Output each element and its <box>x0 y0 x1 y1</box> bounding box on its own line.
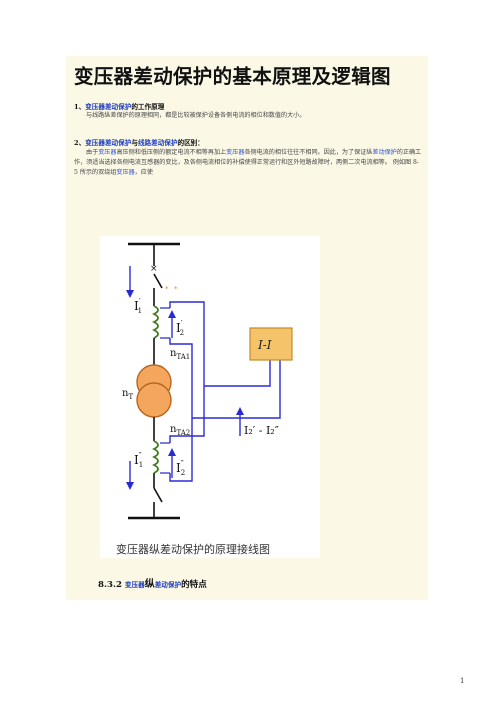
ct-top-coil <box>151 305 159 339</box>
section1-link[interactable]: 变压器差动保护 <box>85 103 132 111</box>
i1pp-arrowhead <box>126 482 134 490</box>
diagram-caption: 变压器纵差动保护的原理接线图 <box>116 543 270 556</box>
i1p-arrowhead <box>126 290 134 298</box>
wire-to-relay-a <box>204 360 271 387</box>
i2pp-arrowhead <box>168 448 176 456</box>
page-title: 变压器差动保护的基本原理及逻辑图 <box>74 65 391 88</box>
i2p-label: I′2 <box>176 319 184 337</box>
section2-link1[interactable]: 变压器差动保护 <box>85 139 132 147</box>
wiring-diagram: × * * I′1 I′2 nTA1 nT nTA2 I-I I₂′ - I₂″… <box>100 236 320 558</box>
relay-box <box>249 327 293 361</box>
section2-heading-rest: 的区别： <box>177 139 204 147</box>
section1-text: 与线路纵差保护的原理相同，都是比较被保护设备各侧电流的相位和数值的大小。 <box>86 112 306 119</box>
section2-link2[interactable]: 线路差动保护 <box>137 139 178 147</box>
section1-number: 1、 <box>74 103 86 111</box>
section1-heading: 1、变压器差动保护的工作原理 <box>74 101 164 111</box>
diff-arrowhead <box>236 407 244 415</box>
subheading-mid: 纵 <box>144 579 155 590</box>
wire-bottom-b <box>169 436 193 482</box>
para-text-5: ，应使 <box>134 169 153 176</box>
subheading-rest: 的特点 <box>181 580 207 590</box>
wire-to-relay-b <box>192 360 281 419</box>
para-text-1: 由于 <box>86 149 99 156</box>
nt-label: nT <box>122 388 133 401</box>
ct-bottom-leads <box>160 442 170 474</box>
para-text-2: 高压侧和低压侧的额定电流不相等再加上 <box>116 149 227 156</box>
subheading-link1[interactable]: 变压器 <box>124 581 145 589</box>
relay-label: I-I <box>257 338 272 352</box>
section2-mid: 与 <box>131 139 138 147</box>
para-link-3[interactable]: 差动保护 <box>372 149 397 156</box>
para-link-2[interactable]: 变压器 <box>226 149 245 156</box>
section1-heading-rest: 的工作原理 <box>131 103 165 111</box>
page-number: 1 <box>460 677 465 685</box>
nta2-label: nTA2 <box>170 424 190 437</box>
i1pp-label: I″1 <box>134 451 143 469</box>
para-text-4: 的正确工作，须适当选择各侧电流互感器的变比，及各侧电流相位的补偿使得正常运行和区… <box>74 149 422 176</box>
i1p-label: I′1 <box>134 297 142 315</box>
subheading-number: 8.3.2 <box>98 580 125 590</box>
para-text-3: 各侧电流的相位往往不相同。因此，为了保证纵 <box>244 149 373 156</box>
wire-bottom-a <box>169 398 205 443</box>
diff-label: I₂′ - I₂″ <box>244 424 279 437</box>
wire-top-a <box>169 301 205 398</box>
i2p-arrowhead <box>168 310 176 318</box>
i2pp-label: I″2 <box>176 459 185 477</box>
ct-bottom-coil <box>151 440 159 474</box>
transformer-winding-2 <box>136 382 172 418</box>
switch-top <box>153 273 163 289</box>
para-link-4[interactable]: 变压器 <box>116 169 135 176</box>
ct-top-leads <box>160 307 170 339</box>
section2-paragraph: 由于变压器高压侧和低压侧的额定电流不相等再加上变压器各侧电流的相位往往不相同。因… <box>74 148 422 178</box>
polarity-dot-2: * <box>174 285 178 293</box>
wire-top-b <box>169 338 193 436</box>
switch-bottom <box>153 487 163 503</box>
nta1-label: nTA1 <box>170 348 190 361</box>
subheading-link2[interactable]: 差动保护 <box>154 581 182 589</box>
breaker-mark-top: × <box>150 264 158 274</box>
section2-heading: 2、变压器差动保护与线路差动保护的区别： <box>74 137 204 147</box>
para-link-1[interactable]: 变压器 <box>98 149 117 156</box>
subheading: 8.3.2 变压器纵差动保护的特点 <box>98 575 207 590</box>
polarity-dot-1: * <box>165 285 169 293</box>
section2-number: 2、 <box>74 139 86 147</box>
